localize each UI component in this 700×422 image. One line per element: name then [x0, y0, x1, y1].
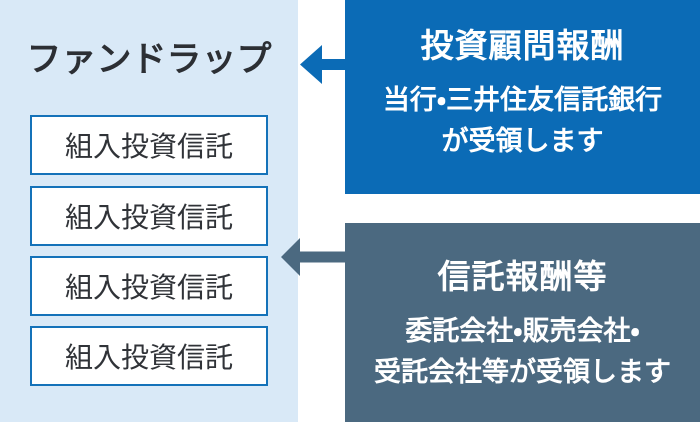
arrow-left-trust-icon [281, 238, 345, 276]
trust-fee-description: 委託会社・販売会社・ 受託会社等が受領します [345, 311, 700, 393]
advisory-fee-description-line2: が受領します [441, 126, 604, 156]
trust-fee-box: 信託報酬等 委託会社・販売会社・ 受託会社等が受領します [345, 223, 700, 422]
advisory-fee-description: 当行・三井住友信託銀行 が受領します [345, 80, 700, 162]
arrow-left-trust-shape [281, 238, 345, 276]
advisory-fee-description-line1: 当行・三井住友信託銀行 [382, 85, 663, 115]
trust-fee-description-line1: 委託会社・販売会社・ [405, 316, 640, 346]
fund-box-1: 組入投資信託 [30, 115, 268, 175]
advisory-fee-title: 投資顧問報酬 [420, 27, 625, 64]
fund-box-label: 組入投資信託 [64, 272, 233, 303]
fund-box-2: 組入投資信託 [30, 186, 268, 246]
fund-wrap-title: ファンドラップ [26, 40, 272, 79]
trust-fee-title: 信託報酬等 [437, 258, 608, 295]
fund-box-label: 組入投資信託 [64, 202, 233, 233]
arrow-left-advisory-shape [300, 45, 345, 84]
fund-box-label: 組入投資信託 [64, 342, 233, 373]
arrow-left-advisory-icon [300, 45, 345, 84]
trust-fee-description-line2: 受託会社等が受領します [374, 357, 671, 387]
fund-box-3: 組入投資信託 [30, 256, 268, 316]
advisory-fee-box: 投資顧問報酬 当行・三井住友信託銀行 が受領します [345, 0, 700, 194]
fund-box-4: 組入投資信託 [30, 326, 268, 386]
fund-box-label: 組入投資信託 [64, 131, 233, 162]
fund-wrap-panel: ファンドラップ 組入投資信託 組入投資信託 組入投資信託 組入投資信託 [0, 0, 298, 422]
